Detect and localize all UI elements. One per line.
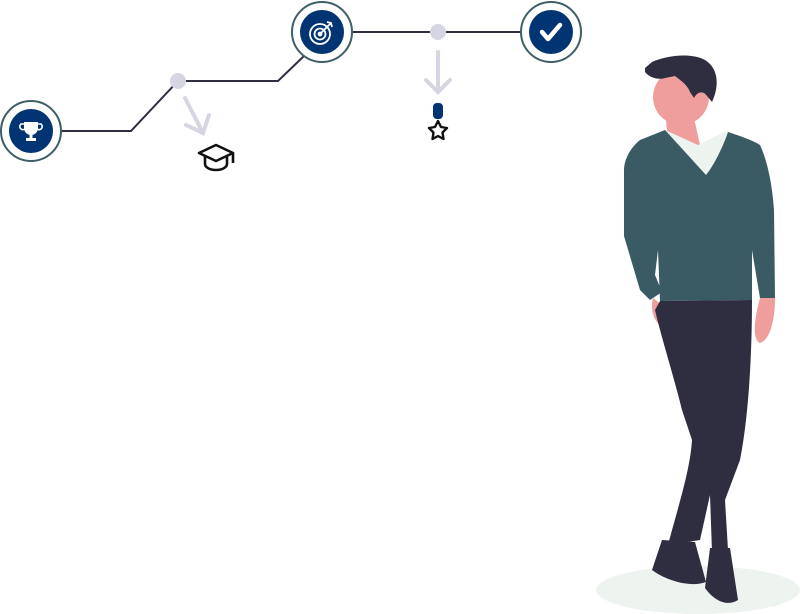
- ground-shadow: [596, 566, 800, 614]
- medal-star-icon: [427, 103, 449, 141]
- target-icon: [309, 21, 333, 45]
- pants: [655, 300, 752, 552]
- right-shoe: [705, 548, 738, 603]
- timeline-node: [170, 73, 186, 89]
- milestone-target: [291, 1, 353, 63]
- check-icon: [539, 22, 563, 42]
- graduation-cap-icon: [197, 143, 235, 172]
- timeline-connector: [61, 55, 305, 132]
- left-shoe: [652, 540, 706, 585]
- timeline-node: [430, 24, 446, 40]
- arrow-down-icon: [183, 96, 211, 136]
- person-illustration: [596, 55, 800, 614]
- arrow-down-icon: [424, 50, 452, 95]
- hair: [645, 55, 717, 102]
- milestone-check: [520, 1, 582, 63]
- milestone-trophy: [0, 100, 62, 162]
- trophy-icon: [19, 122, 43, 141]
- sweater: [624, 130, 775, 301]
